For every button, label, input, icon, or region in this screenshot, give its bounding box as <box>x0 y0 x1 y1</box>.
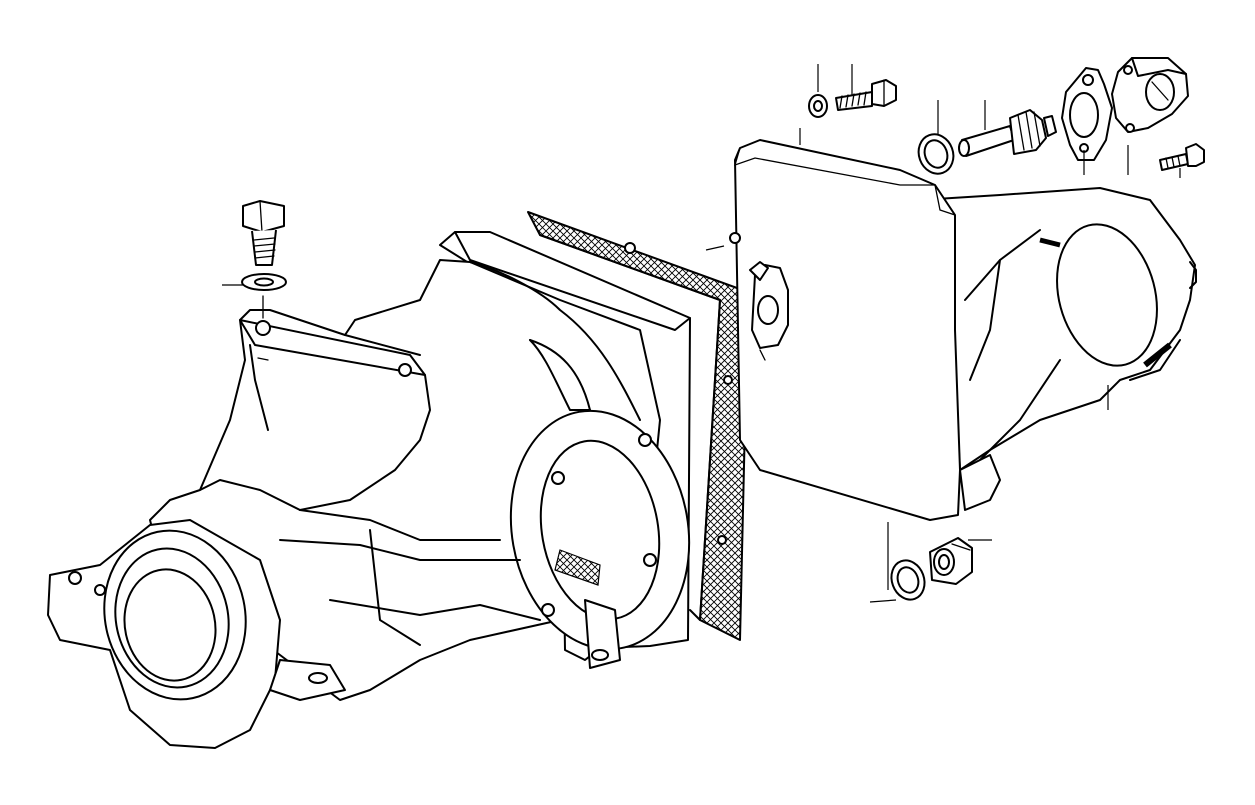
housing-bolt[interactable] <box>242 200 285 266</box>
callout-lines <box>222 64 1181 603</box>
housing-washer[interactable] <box>241 273 287 319</box>
vent-cap[interactable] <box>1111 57 1189 133</box>
drain-seal-ring[interactable] <box>886 556 930 605</box>
leader-gasket <box>705 245 725 251</box>
vent-pipe[interactable] <box>958 109 1057 157</box>
cap-screw[interactable] <box>1159 143 1205 171</box>
drain-plug[interactable] <box>929 537 973 585</box>
differential-housing[interactable] <box>47 231 708 749</box>
vent-o-ring[interactable] <box>913 129 959 178</box>
leader-drain-seal <box>869 599 897 603</box>
rear-cover[interactable] <box>729 139 1197 521</box>
cover-washer[interactable] <box>808 94 828 118</box>
cover-bolt[interactable] <box>835 79 897 111</box>
vent-flange[interactable] <box>1061 67 1113 161</box>
